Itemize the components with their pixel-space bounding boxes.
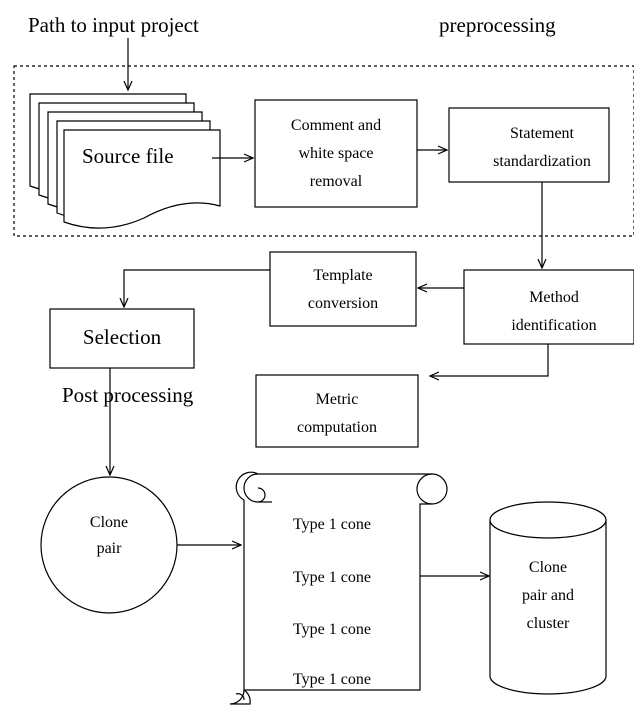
cluster-line-2: pair and xyxy=(522,587,574,604)
template-conversion-box xyxy=(269,251,417,327)
scroll-item-1: Type 1 cone xyxy=(293,516,371,533)
template-line-2: conversion xyxy=(308,295,378,312)
clone-types-scroll xyxy=(229,471,448,705)
cluster-line-1: Clone xyxy=(529,559,567,576)
template-to-selection-arrow xyxy=(124,269,270,307)
statement-std-line-1: Statement xyxy=(510,125,575,142)
path-input-label: Path to input project xyxy=(28,13,199,37)
clone-cluster-database xyxy=(489,501,607,695)
metric-line-1: Metric xyxy=(316,391,359,408)
scroll-item-3: Type 1 cone xyxy=(293,621,371,638)
scroll-item-4: Type 1 cone xyxy=(293,671,371,688)
cluster-line-3: cluster xyxy=(527,615,570,632)
clone-pair-line-1: Clone xyxy=(90,514,128,531)
statement-std-line-2: standardization xyxy=(493,153,591,170)
statement-standardization-box xyxy=(448,107,610,183)
comment-removal-box xyxy=(254,99,418,208)
method-identification-box xyxy=(463,269,634,345)
selection-box xyxy=(49,308,195,369)
preprocessing-region xyxy=(13,65,634,237)
clone-pair-line-2: pair xyxy=(97,540,123,557)
scroll-item-2: Type 1 cone xyxy=(293,569,371,586)
post-processing-label: Post processing xyxy=(62,383,194,407)
method-to-metric-arrow xyxy=(430,344,549,376)
comment-removal-line-1: Comment and xyxy=(291,117,381,134)
preprocessing-label: preprocessing xyxy=(439,13,556,37)
metric-computation-box xyxy=(255,374,419,448)
template-line-1: Template xyxy=(313,267,372,284)
metric-line-2: computation xyxy=(297,419,377,436)
method-id-line-2: identification xyxy=(511,317,596,334)
comment-removal-line-2: white space xyxy=(298,145,373,162)
source-file-stack xyxy=(29,93,221,229)
source-file-label: Source file xyxy=(82,144,174,168)
selection-label: Selection xyxy=(83,325,162,349)
method-id-line-1: Method xyxy=(529,289,579,306)
comment-removal-line-3: removal xyxy=(310,173,363,190)
